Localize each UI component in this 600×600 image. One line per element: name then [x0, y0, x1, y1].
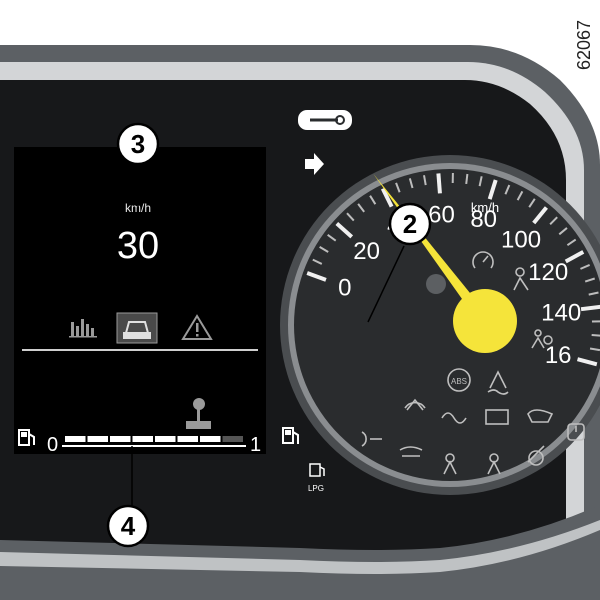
dial-tick	[516, 190, 524, 201]
steering-lock-icon	[527, 445, 545, 466]
car-front-icon	[123, 321, 151, 339]
dial-unit-label: km/h	[471, 200, 499, 215]
dpf-icon	[399, 446, 423, 457]
fuel-segment	[65, 436, 86, 442]
fuel-segment	[87, 436, 108, 442]
dial-tick	[588, 291, 599, 296]
needle-hub	[453, 289, 517, 353]
dial-tick	[558, 227, 568, 236]
tire-pressure-icon	[404, 398, 426, 411]
dial-label-0: 0	[338, 275, 351, 302]
dial-tick	[465, 173, 469, 185]
tab-driving-aids[interactable]	[116, 312, 158, 344]
callout-2-circle	[388, 202, 432, 246]
dial-tick	[589, 347, 600, 352]
dial-tick	[584, 277, 596, 283]
seatbelt-icon	[513, 267, 529, 291]
dial-tick	[576, 357, 598, 367]
telltale-icons: ABS	[361, 251, 585, 475]
dial-label-120: 120	[528, 259, 568, 286]
turn-right-arrow-icon	[305, 153, 324, 175]
dial-tick	[478, 176, 483, 187]
speedometer-ticks	[306, 173, 600, 367]
callout-2-number: 2	[403, 209, 417, 239]
dial-label-20: 20	[353, 238, 380, 265]
fog-rear-icon	[361, 431, 382, 447]
rear-seatbelt-icon	[487, 453, 501, 475]
callout-4-number: 4	[121, 511, 136, 541]
fuel-min-label: 0	[47, 434, 58, 456]
fuel-segment	[132, 436, 153, 442]
dial-tick	[380, 187, 394, 208]
esc-icon	[487, 370, 509, 395]
lpg-fuel-icon	[309, 463, 325, 477]
fuel-level-bar	[65, 436, 243, 442]
callout-3-circle	[116, 122, 160, 166]
dial-tick	[423, 175, 427, 186]
fuel-pump-icon	[18, 429, 35, 446]
callout-4-circle	[106, 504, 150, 548]
dial-label-140: 140	[541, 300, 581, 327]
airbag-icon	[531, 329, 553, 349]
callout-2-leader	[367, 245, 405, 323]
cruise-icon	[472, 251, 494, 269]
dial-tick	[580, 264, 591, 270]
stability-off-icon	[426, 274, 446, 294]
dial-tick	[580, 304, 600, 312]
dial-tick	[357, 203, 365, 213]
lpg-label: LPG	[308, 484, 324, 493]
dial-tick	[566, 238, 577, 246]
power-icon	[567, 423, 585, 441]
fuel-segment	[155, 436, 176, 442]
fuel-segment	[110, 436, 131, 442]
figure-reference-code: 62067	[574, 20, 594, 70]
oil-icon	[527, 409, 554, 423]
fuel-max-label: 1	[250, 434, 261, 456]
cluster-bottom-highlight	[0, 520, 600, 574]
dial-tick	[564, 250, 585, 264]
dial-tick	[306, 271, 327, 282]
dial-tick	[528, 198, 536, 208]
svg-text:ABS: ABS	[451, 377, 467, 386]
bar-chart-icon	[69, 319, 97, 338]
gear-shift-icon	[186, 398, 211, 429]
dial-tick	[436, 173, 442, 194]
warning-triangle-icon	[181, 314, 213, 340]
dial-tick	[487, 179, 498, 200]
dial-tick	[319, 245, 329, 253]
dial-label-100: 100	[501, 226, 541, 253]
fuel-segment	[200, 436, 221, 442]
dial-tick	[327, 233, 337, 242]
fuel-segment	[177, 436, 198, 442]
abs-icon: ABS	[447, 368, 471, 392]
passenger-seatbelt-icon	[443, 453, 457, 475]
wrench-icon	[298, 110, 352, 130]
dial-tick	[504, 184, 511, 195]
engine-check-icon	[485, 409, 509, 425]
speedometer-dial	[294, 169, 600, 481]
fuel-segment	[222, 436, 243, 442]
fuel-pump-icon	[282, 427, 299, 444]
lcd-screen	[14, 147, 266, 454]
callout-3-number: 3	[131, 129, 145, 159]
dial-tick	[408, 178, 414, 189]
dial-tick	[532, 206, 548, 225]
dial-tick	[346, 212, 355, 222]
dial-label-60: 60	[428, 201, 455, 228]
cluster-bottom-bezel	[0, 505, 600, 600]
dial-tick	[591, 334, 600, 337]
dial-tick	[312, 258, 323, 265]
dial-tick	[369, 195, 377, 205]
dial-label-80: 80	[470, 206, 497, 233]
dial-tick	[549, 216, 558, 226]
dial-tick	[335, 222, 354, 239]
glow-plug-icon	[441, 412, 467, 424]
dial-label-160: 16	[545, 342, 572, 369]
dial-tick	[395, 182, 401, 193]
